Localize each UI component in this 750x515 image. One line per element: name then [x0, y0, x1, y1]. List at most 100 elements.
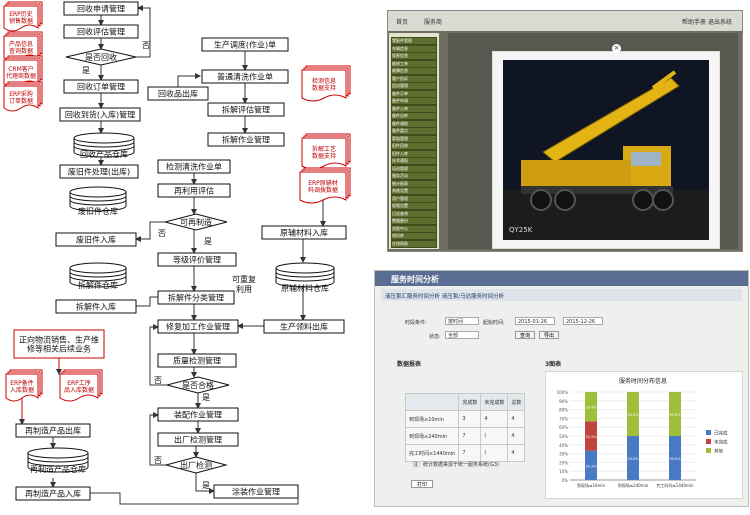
y-tick-label: 60%	[559, 425, 568, 430]
y-tick-label: 100%	[557, 390, 569, 395]
label-recycle_stock_in: 回收到货(入库)管理	[65, 110, 135, 120]
y-tick-label: 90%	[559, 399, 568, 404]
database-top-recycled_product_warehouse	[73, 132, 135, 144]
sidebar-menu-item[interactable]: 在线帮助	[391, 239, 437, 248]
y-tick-label: 40%	[559, 443, 568, 448]
window-title: 服务时间分析	[391, 275, 439, 284]
flow-edge	[90, 492, 299, 505]
bar-segment	[585, 450, 597, 480]
label-product_info_query: 查询数据	[9, 47, 33, 55]
process-box-production_dispatch	[201, 37, 289, 52]
label-erp_purchase: 订单数据	[9, 97, 33, 105]
filter-type-select[interactable]: 按时间	[445, 317, 479, 325]
label-erp_process: ERP工序	[67, 379, 91, 387]
service-analysis-window: 服务时间分析 液压泵汇服务时间分析 液压泵/马达服务时间分析 时段条件: 按时间…	[374, 270, 749, 507]
legend-label: 未完成	[714, 439, 728, 446]
process-box-scrap_processing	[59, 164, 139, 179]
toolbar-item-logout[interactable]: 退出系统	[708, 19, 733, 26]
filter-status-label: 状态:	[429, 334, 441, 340]
document-erp_purchase	[3, 85, 39, 112]
status-select[interactable]: 全部	[445, 331, 479, 339]
date-to-input[interactable]: 2015-12-26	[563, 317, 603, 325]
photo-caption: QY25K	[509, 226, 533, 234]
label-erp_spare_parts: 入库数据	[10, 386, 34, 394]
process-box-raw_material_stock_in	[261, 225, 347, 240]
table-cell: 4	[507, 410, 526, 428]
label-erp_purchase: ERP采购	[9, 90, 33, 98]
query-button[interactable]: 查询	[515, 331, 535, 339]
label-forward_logistics: 正向物流销售、生产维	[19, 335, 99, 345]
subtitle-text: 液压泵汇服务时间分析 液压泵/马达服务时间分析	[385, 294, 505, 300]
database-line	[275, 271, 335, 278]
label-recycle_order: 回收订单管理	[77, 82, 125, 92]
filter-date-label: 起始时间:	[483, 320, 505, 326]
y-tick-label: 30%	[559, 452, 568, 457]
close-icon[interactable]: ×	[612, 44, 621, 53]
data-label: 50.0%	[669, 457, 681, 461]
export-button[interactable]: 导出	[539, 331, 559, 339]
bar-segment	[627, 436, 639, 480]
edge-label: 是	[82, 66, 90, 75]
window-header: 服务时间分析	[375, 271, 748, 286]
label-reman_product_in: 再制造产品入库	[25, 489, 81, 499]
label-is_recycle: 是否回收	[85, 52, 117, 62]
label-recycled_parts_out: 回收品出库	[158, 89, 198, 99]
table-header-cell	[404, 393, 460, 411]
table-cell: 到现场≤10min	[404, 410, 460, 428]
document-erp_raw_material	[299, 171, 347, 204]
label-disassembly_work: 拆解作业管理	[222, 135, 270, 145]
process-box-recycle_stock_in	[59, 107, 141, 122]
label-erp_process: 品入库数据	[64, 386, 94, 394]
decision-is_qualified	[166, 376, 230, 394]
toolbar-item-help[interactable]: 帮助手册	[682, 19, 707, 26]
label-assembly_work: 装配作业管理	[174, 410, 222, 420]
crane-photo: QY25K	[503, 60, 709, 240]
flow-edge	[177, 73, 201, 87]
label-erp_history_sales: ERP历史	[9, 10, 33, 18]
process-box-disassembled_stock_in	[55, 299, 137, 314]
label-disassembled_warehouse: 拆解件仓库	[78, 280, 118, 290]
edge-label: 否	[158, 229, 166, 238]
edge-label: 否	[154, 456, 162, 465]
label-inspect_info: 检测信息	[312, 77, 336, 85]
edge-label: 可重复	[232, 274, 256, 284]
process-box-reman_product_in	[15, 486, 91, 501]
date-from-input[interactable]: 2015-01-26	[515, 317, 555, 325]
label-reusable: 可再制造	[180, 217, 212, 227]
database-line	[69, 199, 127, 206]
data-label: 50.0%	[627, 413, 639, 417]
toolbar-item-provider[interactable]: 服务商	[424, 19, 443, 26]
label-product_info_query: 产品信息	[9, 40, 33, 48]
process-box-factory_inspect	[157, 432, 239, 447]
top-toolbar: 首页 服务商 帮助手册 退出系统	[388, 11, 742, 31]
print-button[interactable]: 打印	[411, 480, 433, 488]
y-tick-label: 80%	[559, 408, 568, 413]
process-box-recycle_order	[63, 79, 139, 94]
database-line	[69, 271, 127, 278]
document-inspect_info	[301, 69, 347, 102]
process-box-recycle_request	[63, 1, 139, 16]
flow-edge	[136, 296, 158, 307]
table-header-cell: 总数	[507, 393, 526, 411]
process-box-reman_process	[157, 319, 239, 334]
database-top-reman_product_warehouse	[27, 447, 89, 459]
x-tick-label: 完工时间≤1440min	[656, 482, 694, 488]
database-line	[73, 141, 135, 148]
label-ex_factory_inspect: 出厂检测	[180, 460, 212, 470]
label-inspect_info: 数据支持	[312, 84, 336, 92]
table-cell: 4	[507, 444, 526, 462]
document-erp_spare_parts	[5, 373, 39, 402]
label-erp_spare_parts: ERP备件	[10, 379, 34, 387]
table-header-cell: 未完成数	[480, 393, 509, 411]
label-forward_logistics: 修等相关后续业务	[27, 344, 91, 354]
flow-edge	[195, 473, 215, 494]
legend-swatch	[706, 439, 711, 444]
label-reman_product_warehouse: 再制造产品仓库	[30, 464, 86, 474]
toolbar-item-home[interactable]: 首页	[396, 19, 409, 26]
database-line	[27, 456, 89, 463]
flow-edge	[149, 412, 166, 466]
process-box-painting_work	[213, 484, 299, 499]
